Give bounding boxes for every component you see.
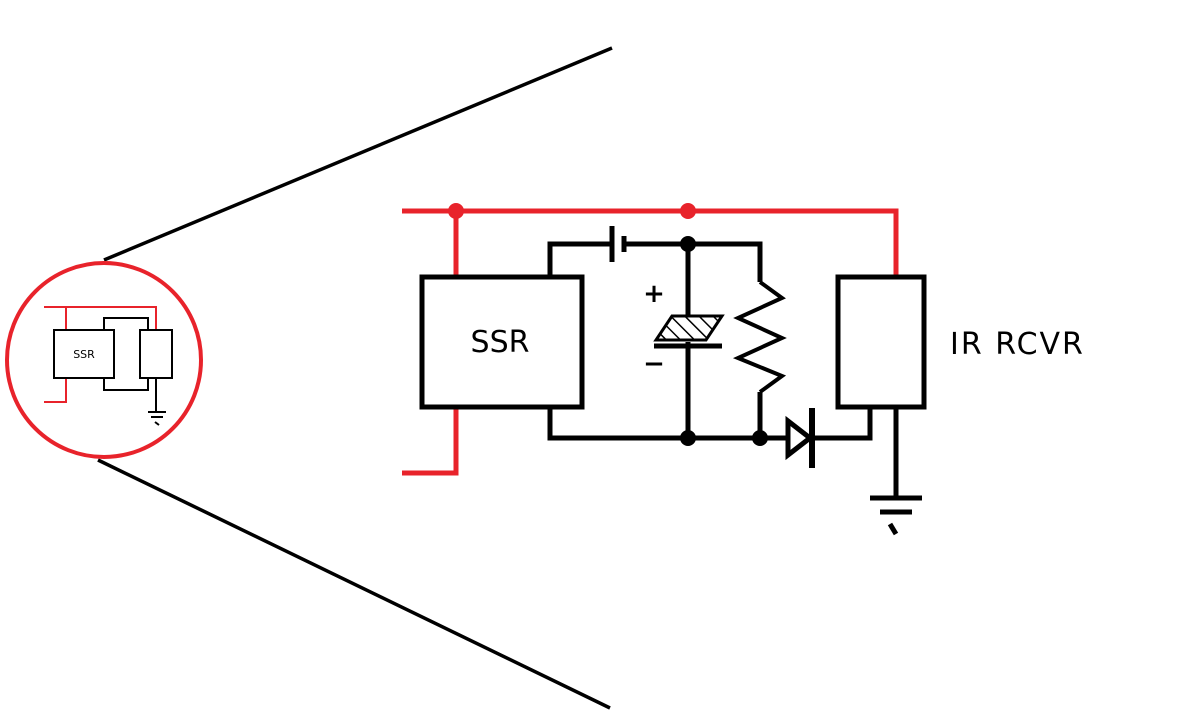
inset-load-wire bbox=[44, 378, 67, 403]
ssr-block bbox=[419, 274, 585, 410]
inset-thumbnail: SSR bbox=[5, 261, 203, 459]
inset-ground-bar3 bbox=[154, 421, 160, 426]
ground-icon bbox=[870, 495, 922, 536]
supply-junction-left bbox=[448, 203, 464, 219]
capacitor-minus-sign: − bbox=[643, 349, 665, 379]
resistor-top-wire bbox=[688, 241, 763, 282]
capacitor-plus-sign: + bbox=[643, 279, 665, 309]
inset-ssr-label: SSR bbox=[73, 348, 95, 361]
diode-icon bbox=[785, 408, 815, 468]
ssr-label: SSR bbox=[471, 325, 530, 360]
resistor-icon bbox=[732, 280, 787, 394]
ssr-control-bottom-wire bbox=[547, 407, 786, 441]
zoom-line-top bbox=[103, 46, 613, 262]
junction-cap-bottom bbox=[680, 430, 696, 446]
diode-triangle bbox=[785, 415, 815, 461]
inset-ssr-block bbox=[53, 329, 115, 379]
junction-resistor-bottom bbox=[752, 430, 768, 446]
inset-supply-wire bbox=[44, 306, 157, 330]
inset-wire-top bbox=[103, 317, 149, 330]
ir-receiver-label: IR RCVR bbox=[950, 327, 1085, 362]
inset-wire-bottom bbox=[103, 378, 149, 391]
supply-junction-mid bbox=[680, 203, 696, 219]
schematic: + − SSR IR RCVR bbox=[402, 203, 1085, 536]
ssr-control-top-wire bbox=[547, 241, 612, 277]
ir-receiver-block bbox=[835, 274, 927, 410]
supply-rail bbox=[402, 208, 899, 476]
capacitor-plate-hatched bbox=[653, 314, 725, 342]
capacitor-icon: + − bbox=[643, 279, 725, 379]
inset-ir-block bbox=[139, 329, 173, 379]
junction-cap-top bbox=[680, 236, 696, 252]
control-wiring bbox=[547, 241, 899, 498]
battery-icon bbox=[609, 226, 627, 262]
diode-to-ir-wire bbox=[812, 407, 873, 441]
load-wire bbox=[402, 407, 459, 476]
ground-bar-3 bbox=[887, 522, 899, 536]
supply-wire-top bbox=[402, 208, 899, 277]
zoom-line-bottom bbox=[97, 458, 611, 710]
zoom-callout bbox=[97, 46, 613, 710]
